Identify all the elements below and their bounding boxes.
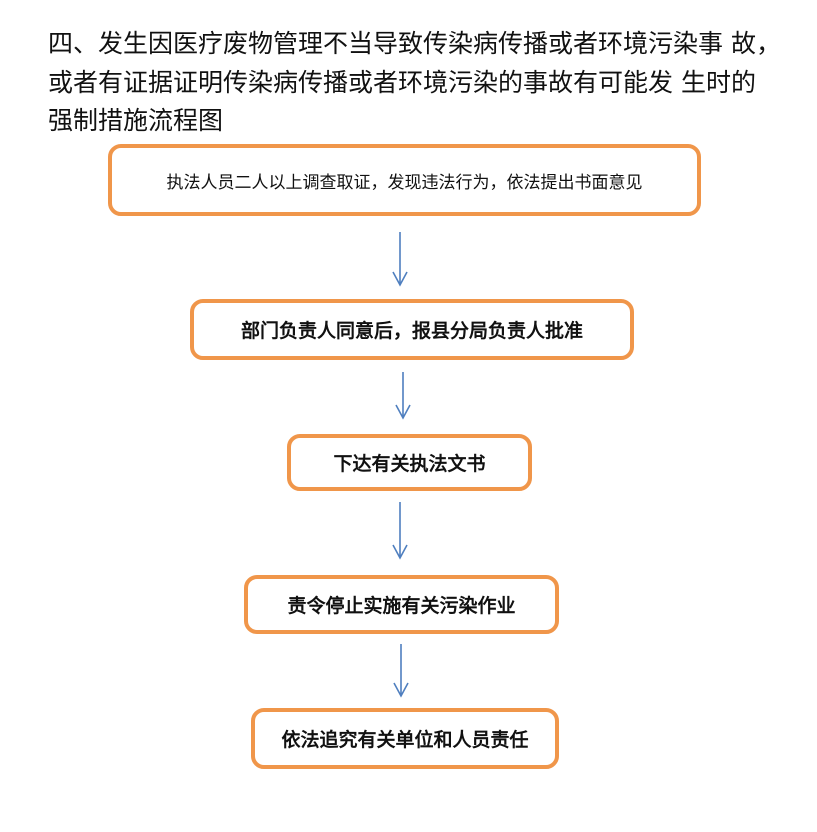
flow-step-2: 部门负责人同意后，报县分局负责人批准 (190, 299, 634, 360)
flow-step-label: 责令停止实施有关污染作业 (287, 595, 516, 617)
flow-step-label: 下达有关执法文书 (333, 453, 486, 475)
arrow-down-icon (393, 644, 409, 698)
flow-step-4: 责令停止实施有关污染作业 (244, 575, 559, 634)
title-line-1: 四、发生因医疗废物管理不当导致传染病传播或者环境污染事 故， (48, 29, 781, 58)
arrow-down-icon (395, 372, 411, 420)
flow-step-5: 依法追究有关单位和人员责任 (251, 708, 559, 769)
flow-step-label: 依法追究有关单位和人员责任 (281, 729, 529, 751)
arrow-down-icon (392, 502, 408, 560)
title-line-3: 强制措施流程图 (48, 106, 224, 135)
page-title: 四、发生因医疗废物管理不当导致传染病传播或者环境污染事 故， 或者有证据证明传染… (0, 0, 817, 140)
flow-step-label: 部门负责人同意后，报县分局负责人批准 (240, 320, 583, 342)
arrow-down-icon (392, 232, 408, 287)
title-line-2: 或者有证据证明传染病传播或者环境污染的事故有可能发 生时的 (48, 68, 756, 97)
flow-step-3: 下达有关执法文书 (287, 434, 532, 491)
flow-step-label: 执法人员二人以上调查取证，发现违法行为，依法提出书面意见 (166, 172, 643, 193)
flow-step-1: 执法人员二人以上调查取证，发现违法行为，依法提出书面意见 (108, 144, 701, 216)
